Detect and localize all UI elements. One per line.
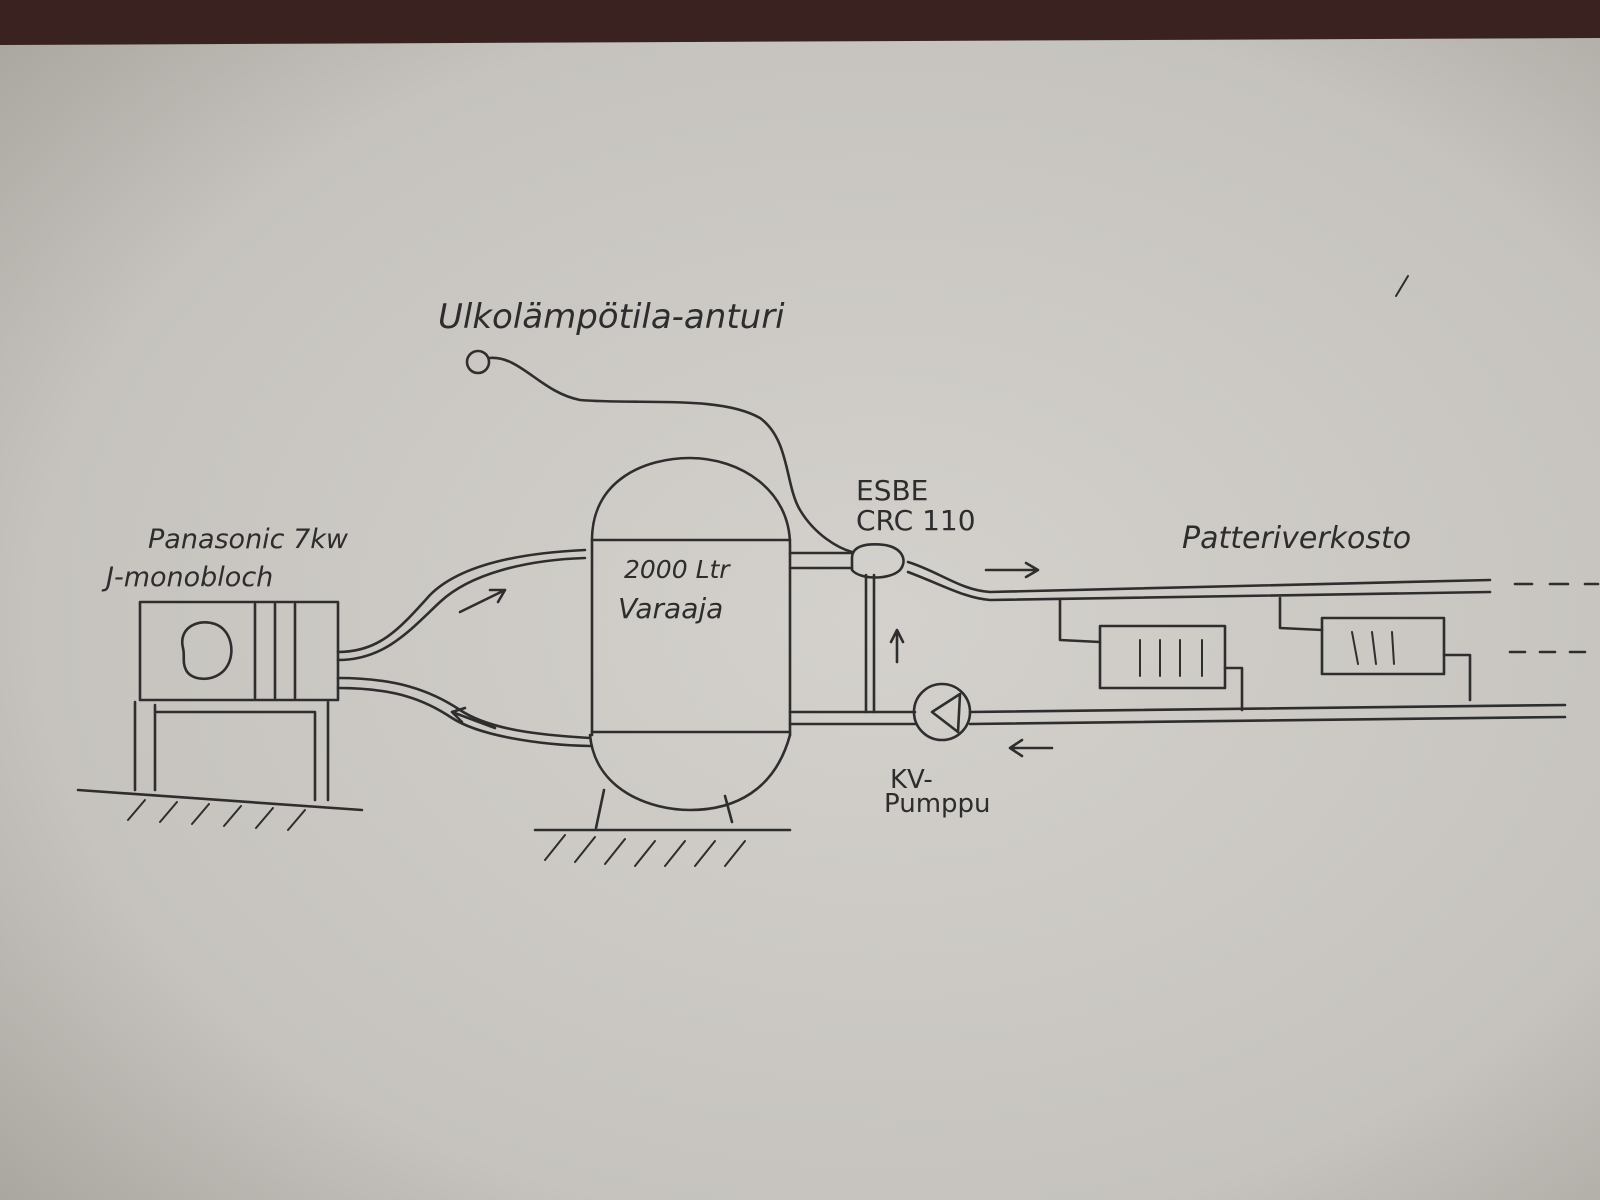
tank-label-line1: 2000 Ltr	[624, 555, 731, 584]
mixing-valve-icon	[850, 543, 905, 579]
tank-supply-pipe	[788, 551, 854, 570]
outdoor-sensor	[465, 349, 854, 554]
radiator-2	[1278, 596, 1472, 702]
heat-pump-stand	[133, 700, 330, 802]
radiator-network-label: Patteriverkosto	[1182, 521, 1411, 556]
ground-tank	[533, 828, 792, 867]
valve-label-line2: CRC 110	[856, 504, 976, 537]
sensor-icon	[465, 349, 491, 375]
sensor-label: Ulkolämpötila-anturi	[438, 297, 785, 337]
radiator-1	[1058, 598, 1244, 712]
bypass-arrow-icon	[889, 628, 905, 664]
sensor-cable	[487, 356, 854, 554]
return-pipe-lower-2	[336, 686, 592, 748]
pump-label-line2: Pumppu	[884, 789, 991, 819]
heat-pump-label-line2: J-monobloch	[101, 562, 273, 593]
pump-label-line1: KV-	[890, 765, 933, 795]
tank-label-line2: Varaaja	[618, 592, 723, 625]
paper-sheet	[0, 38, 1600, 1200]
arrow-back-icon	[450, 706, 497, 730]
buffer-tank	[588, 456, 792, 830]
heat-pump-label-line1: Panasonic 7kw	[148, 524, 349, 555]
flow-pipe-upper-2	[336, 556, 587, 662]
return-main-pipe	[968, 703, 1567, 726]
ground-heat-pump	[76, 788, 364, 831]
tank-return-pipe	[788, 710, 917, 726]
arrow-up-icon	[458, 588, 507, 614]
fan-icon	[180, 621, 233, 681]
stray-mark	[1395, 275, 1409, 297]
pump-icon	[930, 692, 962, 734]
bypass-pipe	[864, 573, 876, 714]
flow-arrow-icon	[984, 561, 1040, 579]
supply-main-pipe	[906, 560, 1492, 602]
flow-pipe-upper	[336, 548, 587, 654]
return-arrow-icon	[1008, 738, 1054, 758]
valve-label-line1: ESBE	[856, 474, 928, 507]
